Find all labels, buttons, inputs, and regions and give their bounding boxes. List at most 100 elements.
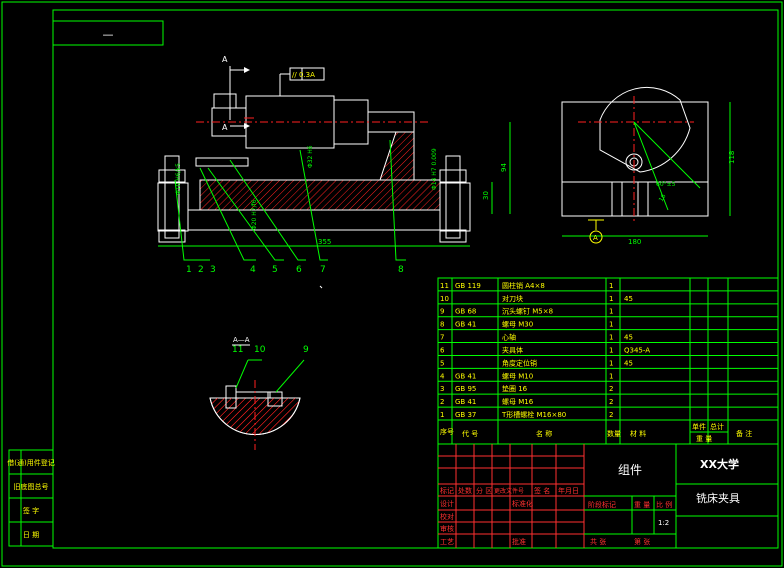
scale-value: 1:2 — [658, 519, 669, 527]
role-check: 校对 — [440, 512, 454, 521]
section-marker-lower: A — [222, 123, 228, 132]
title-block: 标记 处数 分 区 更改文件号 签 名 年月日 设计 校对 审核 工艺 标准化 … — [437, 443, 779, 549]
t-bolt-left — [164, 155, 180, 239]
front-view: A A // 0.3A — [157, 55, 511, 275]
header-material: 材 料 — [630, 429, 646, 438]
section-leader-10: 10 — [254, 345, 266, 355]
dim-bolt: Φ10 H6/k5 — [175, 163, 182, 195]
code-box-label: — — [103, 28, 114, 41]
datum-label: A — [593, 234, 598, 242]
leader-label-8: 8 — [398, 265, 404, 275]
row-no: 10 — [440, 295, 449, 303]
weight-label: 重 量 — [634, 501, 650, 509]
leader-label-1: 1 — [186, 265, 192, 275]
rev-header-doc: 更改文件号 — [494, 487, 524, 495]
rev-header-mark: 标记 — [440, 486, 454, 495]
header-unit-weight: 单件 — [692, 422, 706, 431]
side-dim-width: 180 — [628, 238, 641, 246]
rev-header-sign: 签 名 — [534, 486, 550, 495]
section-leader-11: 11 — [232, 345, 243, 355]
drawing-title: 铣床夹具 — [696, 491, 740, 505]
row-name: 螺母 M16 — [502, 397, 534, 406]
row-qty: 1 — [609, 372, 613, 380]
datum-circle — [589, 230, 603, 244]
row-standard: GB 41 — [455, 321, 476, 329]
base-lower — [187, 209, 441, 231]
row-no: 11 — [440, 282, 449, 290]
strip-label-old-no: 旧底图总号 — [14, 482, 49, 491]
row-material: Q345-A — [624, 346, 650, 354]
row-standard: GB 37 — [455, 411, 476, 419]
row-standard: GB 68 — [455, 308, 476, 316]
leader-lines — [174, 139, 406, 261]
header-name: 名 称 — [536, 429, 552, 438]
t-bolt-left-head — [158, 229, 186, 243]
row-no: 8 — [440, 321, 444, 329]
workpiece-hole — [625, 153, 643, 171]
row-qty: 2 — [609, 398, 613, 406]
row-standard: GB 119 — [455, 282, 481, 290]
dim-bore: Φ32 H6 — [307, 145, 314, 168]
section-view-label: A—A — [233, 336, 250, 344]
side-dim-angle: 60°±5 — [656, 181, 676, 188]
header-qty: 数量 — [607, 429, 621, 438]
leader-label-2: 2 — [198, 265, 204, 275]
inner-border — [52, 9, 779, 549]
role-process: 工艺 — [440, 538, 454, 546]
strip-label-sign: 签 字 — [23, 506, 39, 515]
stage-mark-label: 阶段标记 — [588, 500, 616, 509]
rev-header-zone: 分 区 — [476, 486, 492, 495]
section-view: A—A 11 10 9 — [209, 336, 309, 450]
fixture-base — [199, 179, 441, 211]
row-no: 3 — [440, 385, 444, 393]
header-no: 序号 — [440, 427, 454, 436]
scale-label: 比 例 — [656, 500, 672, 509]
row-qty: 1 — [609, 346, 613, 354]
row-name: 螺母 M10 — [502, 371, 533, 380]
row-name: 心轴 — [502, 333, 516, 342]
approve-label: 批准 — [512, 537, 526, 546]
row-name: 角度定位销 — [502, 358, 537, 367]
row-name: 螺母 M30 — [502, 320, 533, 329]
side-dim-small: 16 — [658, 193, 668, 203]
strip-label-reuse: 借(通)用件登记 — [7, 458, 54, 467]
row-name: T形槽螺栓 M16×80 — [501, 410, 566, 419]
side-dim-height: 118 — [728, 151, 736, 164]
row-qty: 1 — [609, 321, 613, 329]
rev-header-count: 处数 — [458, 486, 472, 495]
dim-shaft: Φ20 H7/f6 — [251, 199, 258, 230]
row-no: 5 — [440, 359, 444, 367]
dim-pin: Φ14 H7 0.009 — [431, 148, 438, 190]
strip-label-date: 日 期 — [23, 531, 39, 539]
row-qty: 1 — [609, 295, 613, 303]
university-name: XX大学 — [700, 457, 739, 471]
row-standard: GB 95 — [455, 385, 476, 393]
assembly-label: 组件 — [618, 463, 642, 477]
base-plate-right — [439, 182, 471, 232]
row-qty: 1 — [609, 308, 613, 316]
t-bolt-right-head — [439, 229, 467, 243]
row-qty: 1 — [609, 359, 613, 367]
row-no: 4 — [440, 372, 445, 380]
row-qty: 2 — [609, 385, 613, 393]
row-material: 45 — [624, 359, 633, 367]
leader-label-4: 4 — [250, 265, 256, 275]
row-qty: 2 — [609, 411, 613, 419]
standardization-label: 标准化 — [512, 499, 533, 508]
sheet-no: 第 张 — [634, 537, 650, 546]
row-standard: GB 41 — [455, 398, 476, 406]
dim-overall-length: 355 — [318, 238, 331, 246]
header-code: 代 号 — [462, 429, 478, 438]
header-remarks: 备 注 — [736, 429, 752, 438]
role-review: 审核 — [440, 524, 454, 533]
section-marker-top: A — [222, 55, 228, 64]
t-bolt-left-nut — [158, 169, 186, 183]
angle-pin — [195, 157, 249, 167]
row-no: 1 — [440, 411, 444, 419]
leader-label-3: 3 — [210, 265, 216, 275]
header-total-weight: 总计 — [710, 422, 724, 431]
